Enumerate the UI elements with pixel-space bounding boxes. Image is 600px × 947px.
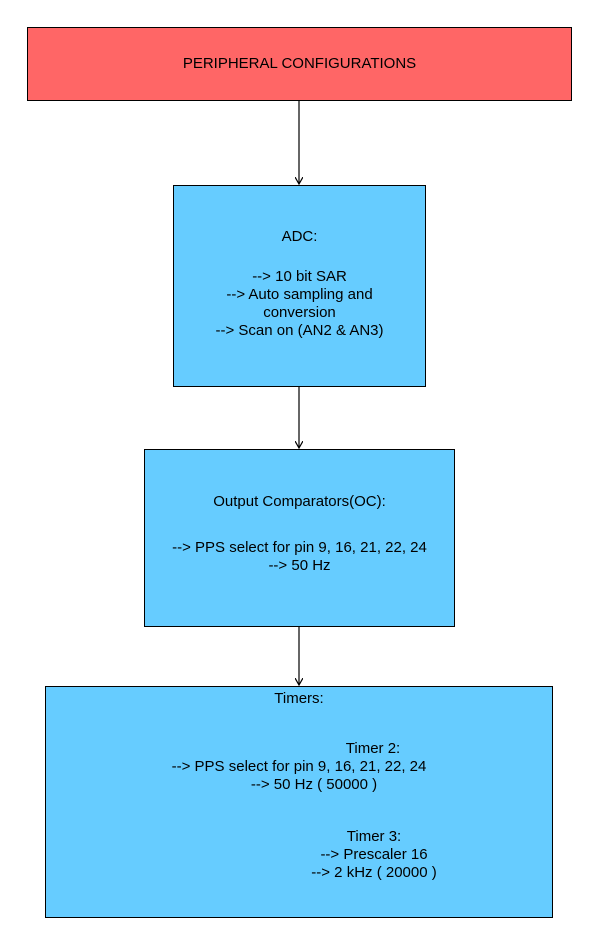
peripheral-configurations-box: PERIPHERAL CONFIGURATIONS <box>27 27 572 101</box>
timer2-title: Timer 2: <box>345 740 401 757</box>
timer2-line-2: --> 50 Hz ( 50000 ) <box>250 776 378 793</box>
output-comparators-box: Output Comparators(OC): --> PPS select f… <box>144 449 455 627</box>
timer2-line-1: --> PPS select for pin 9, 16, 21, 22, 24 <box>171 758 427 775</box>
timers-box: Timers: Timer 2: --> PPS select for pin … <box>45 686 553 918</box>
timer3-title: Timer 3: <box>346 828 402 845</box>
oc-line-1: --> PPS select for pin 9, 16, 21, 22, 24 <box>172 539 427 556</box>
oc-title: Output Comparators(OC): <box>213 493 386 510</box>
timer3-line-1: --> Prescaler 16 <box>320 846 428 863</box>
oc-line-2: --> 50 Hz <box>268 557 331 574</box>
timer3-line-2: --> 2 kHz ( 20000 ) <box>311 864 437 881</box>
adc-line-1: --> 10 bit SAR <box>252 268 347 285</box>
peripheral-configurations-title: PERIPHERAL CONFIGURATIONS <box>182 55 417 72</box>
adc-line-3: conversion <box>263 304 336 321</box>
adc-box: ADC: --> 10 bit SAR --> Auto sampling an… <box>173 185 426 387</box>
adc-line-2: --> Auto sampling and <box>226 286 373 303</box>
timers-title: Timers: <box>274 690 324 707</box>
adc-title: ADC: <box>281 228 318 245</box>
adc-line-4: --> Scan on (AN2 & AN3) <box>215 322 384 339</box>
